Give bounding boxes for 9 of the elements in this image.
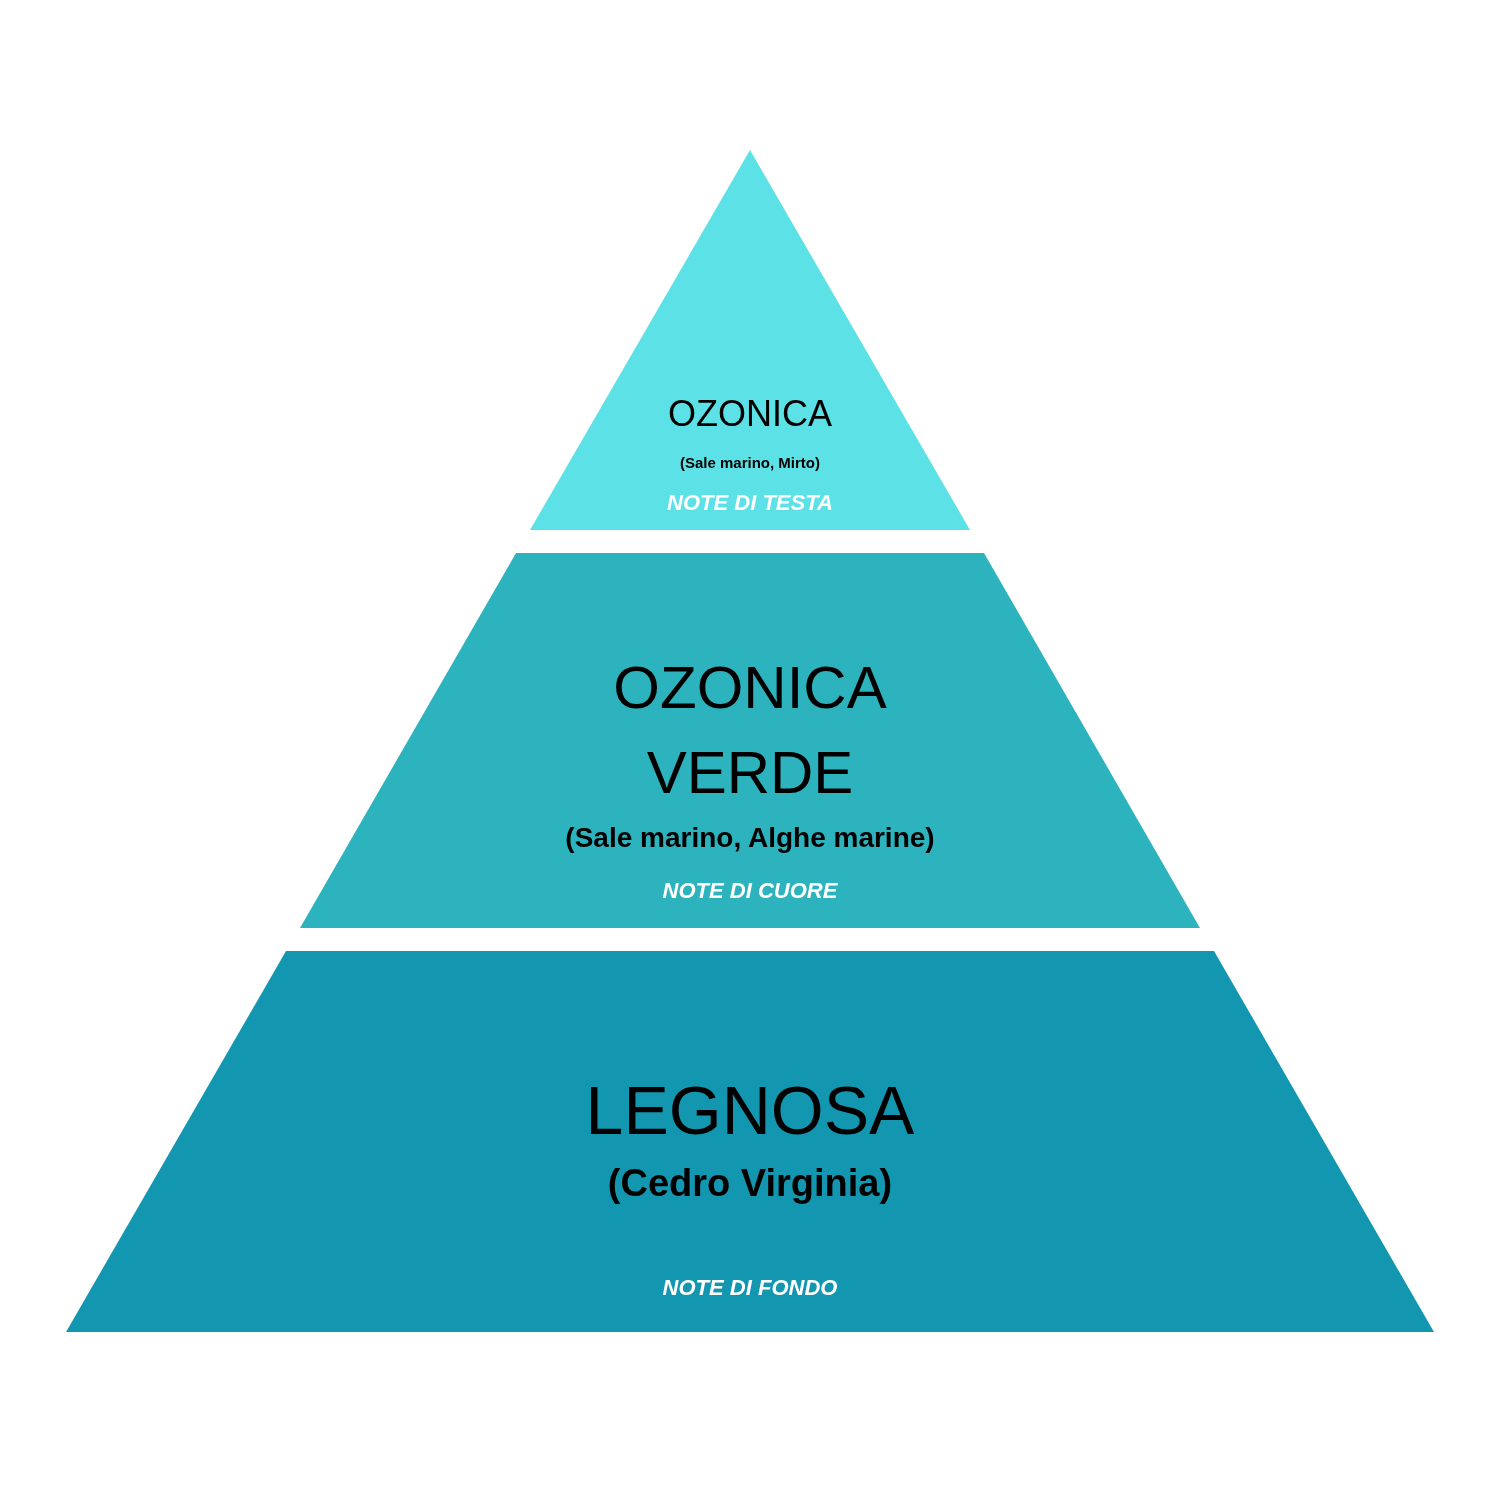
tier-ingredients: (Cedro Virginia) xyxy=(607,1162,893,1204)
tier-note-label: NOTE DI CUORE xyxy=(662,880,838,902)
tier-title: LEGNOSA xyxy=(585,1075,915,1145)
tier-title: OZONICA xyxy=(668,396,832,432)
tier-title: OZONICA VERDE xyxy=(612,653,888,808)
tier-note-label: NOTE DI FONDO xyxy=(662,1277,838,1299)
tier-ingredients: (Sale marino, Alghe marine) xyxy=(565,823,935,853)
tier-ingredients: (Sale marino, Mirto) xyxy=(680,455,820,471)
tier-note-label: NOTE DI TESTA xyxy=(667,492,833,514)
